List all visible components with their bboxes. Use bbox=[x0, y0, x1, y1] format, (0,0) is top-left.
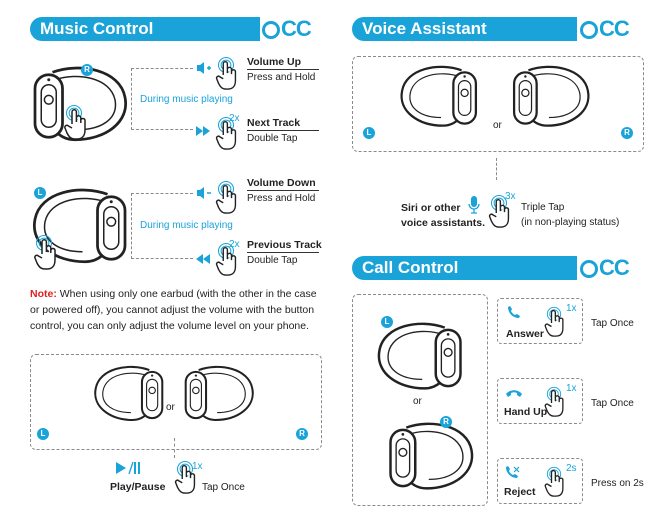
answer-box bbox=[497, 298, 583, 344]
play-pause-label: Play/Pause bbox=[110, 481, 166, 493]
play-right-badge: R bbox=[296, 428, 308, 440]
during-music-right: During music playing bbox=[138, 94, 235, 105]
call-control-header: Call Control bbox=[352, 256, 577, 280]
reject-label: Reject bbox=[504, 486, 536, 498]
previous-track-count: 2x bbox=[229, 239, 240, 250]
brand-o-icon bbox=[580, 21, 598, 40]
previous-track-title: Previous Track bbox=[247, 239, 322, 251]
volume-down-title: Volume Down bbox=[247, 177, 316, 189]
music-control-title: Music Control bbox=[40, 19, 154, 38]
volume-up-hand-icon bbox=[215, 56, 237, 90]
voice-left-earbud-illustration bbox=[400, 65, 478, 127]
music-control-header: Music Control bbox=[30, 17, 260, 41]
voice-right-earbud-illustration bbox=[512, 65, 590, 127]
volume-up-action: Press and Hold bbox=[247, 72, 316, 83]
brand-o-icon bbox=[262, 21, 280, 40]
next-track-count: 2x bbox=[229, 113, 240, 124]
volume-down-hand-icon bbox=[215, 180, 237, 214]
connector-bottom bbox=[131, 193, 193, 259]
play-right-earbud-illustration bbox=[184, 365, 254, 421]
hangup-label: Hand Up bbox=[504, 406, 548, 418]
call-left-badge: L bbox=[381, 316, 393, 328]
during-music-left: During music playing bbox=[138, 220, 235, 231]
call-earbuds-box bbox=[352, 294, 488, 506]
call-or: or bbox=[413, 396, 422, 407]
phone-answer-icon bbox=[508, 306, 520, 318]
play-pause-count: 1x bbox=[192, 461, 203, 472]
note-label: Note: bbox=[30, 288, 57, 300]
voice-or: or bbox=[493, 120, 502, 131]
answer-label: Answer bbox=[506, 328, 544, 340]
voice-action-2: (in non-playing status) bbox=[521, 217, 620, 228]
play-or: or bbox=[166, 402, 175, 413]
voice-left-badge: L bbox=[363, 127, 375, 139]
note-paragraph: Note: When using only one earbud (with t… bbox=[30, 286, 322, 334]
voice-connector bbox=[496, 158, 497, 180]
left-badge: L bbox=[34, 187, 46, 199]
hangup-hand-icon bbox=[544, 386, 564, 417]
call-left-earbud-illustration bbox=[377, 322, 462, 390]
siri-label-1: Siri or other bbox=[401, 202, 461, 214]
hangup-box bbox=[497, 378, 583, 424]
call-right-badge: R bbox=[440, 416, 452, 428]
volume-down-rule bbox=[247, 190, 319, 191]
siri-label-2: voice assistants. bbox=[401, 217, 486, 229]
previous-track-icon bbox=[196, 254, 210, 264]
volume-up-title: Volume Up bbox=[247, 56, 302, 68]
hangup-count: 1x bbox=[566, 383, 577, 394]
answer-action: Tap Once bbox=[591, 318, 634, 329]
next-track-action: Double Tap bbox=[247, 133, 298, 144]
reject-hand-icon bbox=[544, 466, 564, 497]
volume-up-icon bbox=[197, 62, 211, 74]
voice-assistant-header: Voice Assistant bbox=[352, 17, 577, 41]
reject-count: 2s bbox=[566, 463, 577, 474]
next-track-title: Next Track bbox=[247, 117, 301, 129]
play-pause-box bbox=[30, 354, 322, 450]
previous-track-action: Double Tap bbox=[247, 255, 298, 266]
phone-reject-icon bbox=[506, 466, 520, 478]
voice-action-1: Triple Tap bbox=[521, 202, 565, 213]
reject-box bbox=[497, 458, 583, 504]
hangup-action: Tap Once bbox=[591, 398, 634, 409]
press-hand-left-icon bbox=[34, 234, 56, 270]
press-hand-icon bbox=[64, 104, 86, 140]
next-track-rule bbox=[247, 130, 319, 131]
answer-count: 1x bbox=[566, 303, 577, 314]
play-pause-icon bbox=[116, 461, 140, 475]
volume-up-rule bbox=[247, 69, 319, 70]
reject-action: Press on 2s bbox=[591, 478, 644, 489]
next-track-icon bbox=[196, 126, 210, 136]
call-control-title: Call Control bbox=[362, 258, 459, 277]
note-body: When using only one earbud (with the oth… bbox=[30, 288, 317, 332]
brand-o-icon bbox=[580, 260, 598, 279]
play-left-badge: L bbox=[37, 428, 49, 440]
microphone-icon bbox=[468, 196, 480, 214]
connector-top bbox=[131, 68, 193, 130]
brand-mark: CC bbox=[262, 18, 312, 40]
play-left-earbud-illustration bbox=[94, 365, 164, 421]
volume-down-icon bbox=[197, 187, 211, 199]
voice-assistant-title: Voice Assistant bbox=[362, 19, 487, 38]
volume-down-action: Press and Hold bbox=[247, 193, 316, 204]
phone-hangup-icon bbox=[506, 390, 522, 397]
voice-box bbox=[352, 56, 644, 152]
brand-mark-2: CC bbox=[580, 18, 630, 40]
voice-count: 3x bbox=[505, 191, 516, 202]
play-pause-action: Tap Once bbox=[202, 482, 245, 493]
voice-right-badge: R bbox=[621, 127, 633, 139]
call-right-earbud-illustration bbox=[389, 422, 474, 490]
previous-track-rule bbox=[247, 252, 319, 253]
right-badge: R bbox=[81, 64, 93, 76]
answer-hand-icon bbox=[544, 306, 564, 337]
brand-mark-3: CC bbox=[580, 257, 630, 279]
play-connector bbox=[174, 438, 175, 458]
